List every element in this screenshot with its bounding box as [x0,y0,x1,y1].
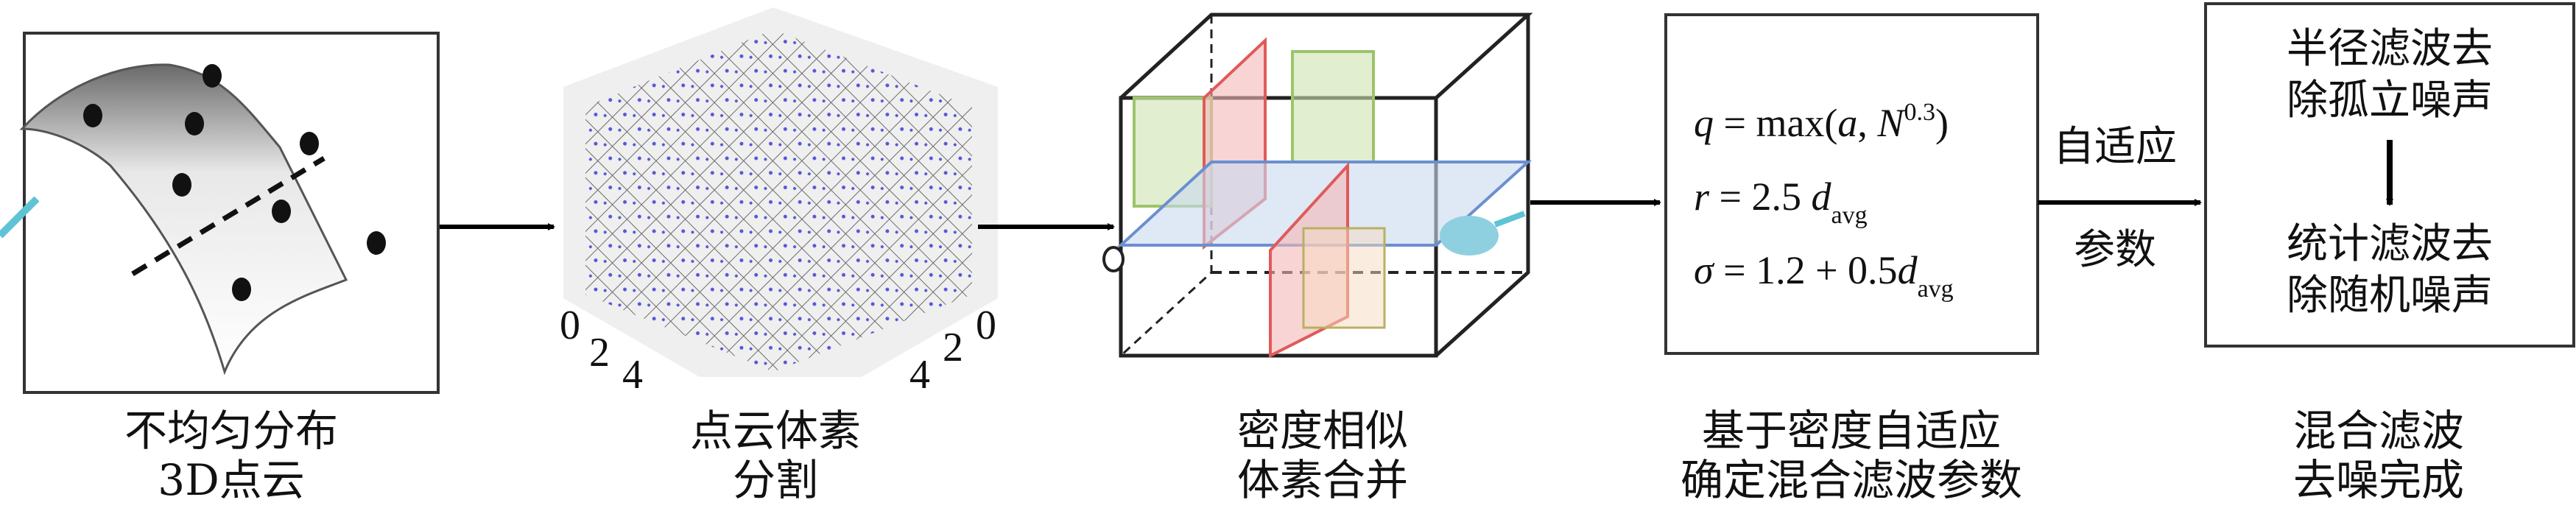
caption-line1: 混合滤波 [2293,406,2464,456]
voxel-grid [585,29,972,372]
step1-line1: 半径滤波去 [2287,25,2493,73]
caption-line1: 密度相似 [1237,406,1408,456]
stage-merge-panel: 密度相似 体素合并 [1102,13,1533,505]
axis-tick: 0 [560,303,580,348]
formula-box [1664,13,2039,355]
axis-tick: 4 [909,352,930,398]
stage-formula-panel: q = max(a, N0.3) r = 2.5 davg σ = 1.2 + … [1664,13,2039,505]
arrow-label-top: 自适应 [2053,123,2177,171]
stage-point-cloud-panel: 不均匀分布 3D点云 [0,32,440,505]
points [83,64,386,301]
formula-sigma: σ = 1.2 + 0.5davg [1694,248,1954,303]
stage-voxel-panel: 0 2 4 4 2 0 点云体素 分割 [560,7,998,505]
caption-line1: 不均匀分布 [124,406,338,456]
cyan-blob [1440,216,1499,256]
caption-line2: 去噪完成 [2293,455,2464,505]
step2-line2: 除随机噪声 [2287,272,2493,320]
dashed-line [131,156,325,276]
caption-line2: 分割 [733,455,818,505]
cyan-ray [0,196,40,239]
caption-line1: 点云体素 [690,406,861,456]
axis-tick: 4 [622,352,643,398]
caption-line2: 3D点云 [158,455,304,505]
caption-line2: 确定混合滤波参数 [1681,455,2022,505]
step2-line1: 统计滤波去 [2287,220,2493,268]
step1-line2: 除孤立噪声 [2287,77,2493,124]
axis-tick: 2 [589,330,610,376]
arrow-label-bottom: 参数 [2074,226,2156,274]
stage-filter-panel: 半径滤波去 除孤立噪声 统计滤波去 除随机噪声 混合滤波 去噪完成 [2204,2,2575,505]
curved-surface [19,63,348,376]
axis-tick: 2 [943,325,963,370]
caption-line2: 体素合并 [1237,455,1408,505]
caption-line1: 基于密度自适应 [1702,406,2001,456]
formula-r: r = 2.5 davg [1694,175,1868,229]
formula-q: q = max(a, N0.3) [1694,99,1949,145]
axis-tick: 0 [976,303,996,348]
